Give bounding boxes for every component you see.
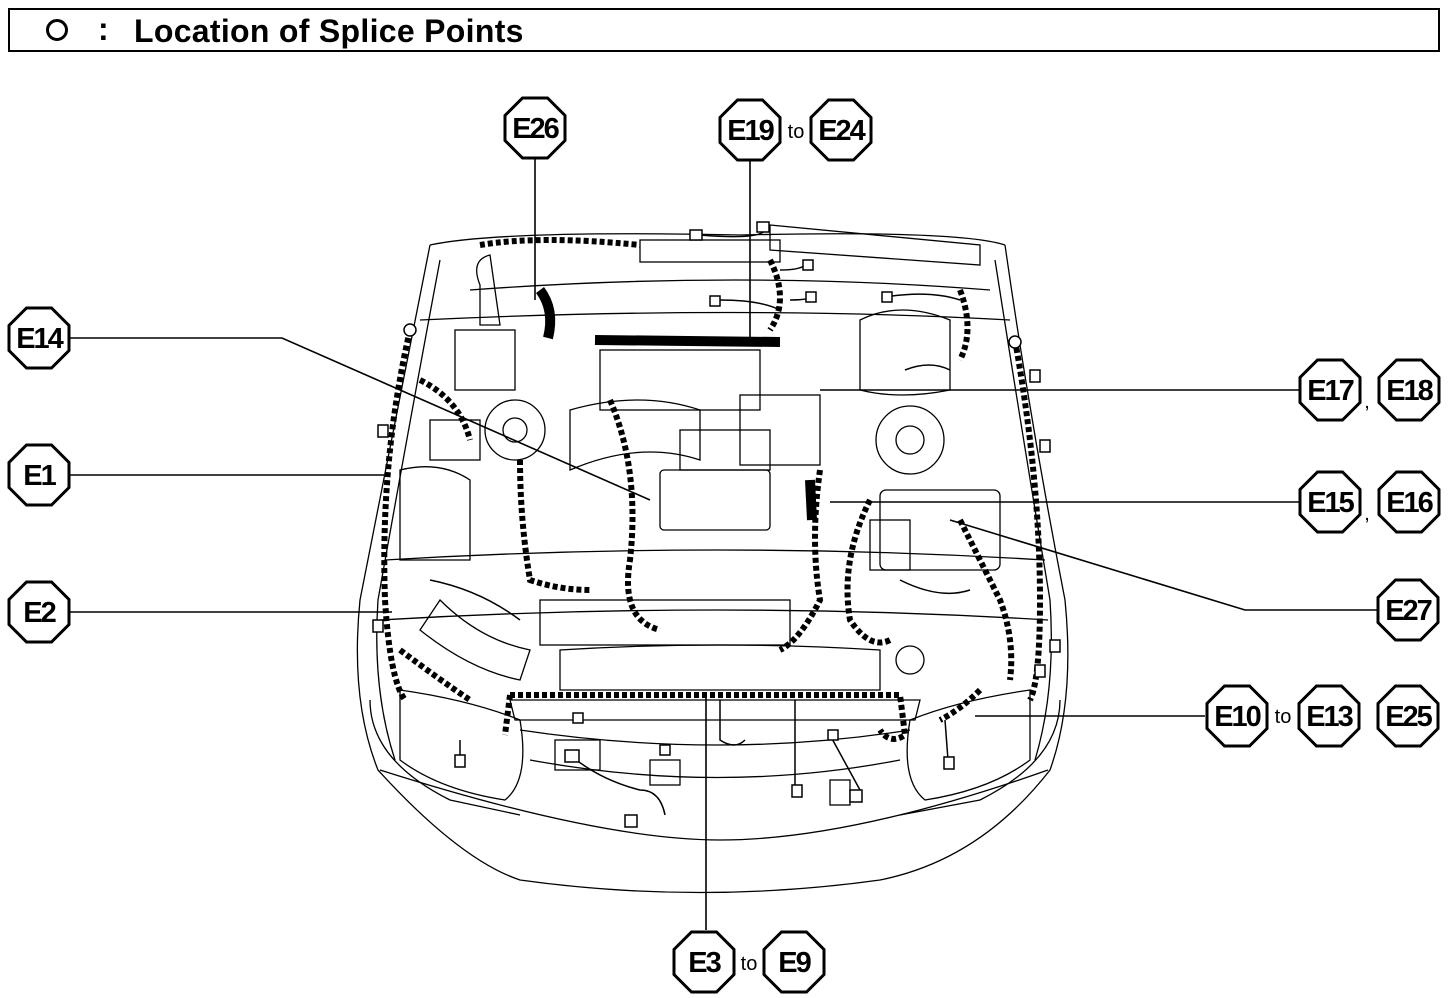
- svg-text:E19: E19: [727, 115, 774, 147]
- connector-word-to-right: to: [1275, 706, 1292, 728]
- badge-e3: E3: [672, 930, 736, 994]
- badge-e16: E16: [1377, 470, 1441, 534]
- comma-separator-2: ,: [1364, 503, 1370, 525]
- connector-word-to-bottom: to: [741, 953, 758, 975]
- badge-e13: E13: [1297, 684, 1361, 748]
- svg-text:E24: E24: [818, 115, 865, 147]
- badge-e1: E1: [7, 443, 71, 507]
- badge-e25: E25: [1376, 684, 1440, 748]
- connector-word-to-top: to: [788, 121, 805, 143]
- svg-text:E27: E27: [1385, 595, 1431, 627]
- page-title: Location of Splice Points: [134, 13, 524, 49]
- svg-text:E2: E2: [23, 597, 55, 629]
- svg-text:E16: E16: [1386, 487, 1433, 519]
- header-colon: :: [98, 11, 109, 47]
- badge-e17: E17: [1298, 358, 1362, 422]
- svg-text:E26: E26: [512, 113, 559, 145]
- badge-e10: E10: [1205, 684, 1269, 748]
- svg-text:E14: E14: [16, 323, 63, 355]
- wiring-detail: [429, 229, 971, 816]
- svg-text:E18: E18: [1386, 375, 1433, 407]
- circle-icon: [46, 19, 68, 41]
- badge-e26: E26: [503, 96, 567, 160]
- main-splice-bundles: [535, 287, 817, 521]
- svg-text:E10: E10: [1214, 701, 1260, 733]
- badge-e27: E27: [1376, 578, 1440, 642]
- svg-text:E13: E13: [1306, 701, 1353, 733]
- svg-text:E15: E15: [1307, 487, 1354, 519]
- badge-e19: E19: [718, 98, 782, 162]
- svg-text:E3: E3: [688, 947, 721, 979]
- badge-e15: E15: [1298, 470, 1362, 534]
- page-header: : Location of Splice Points: [8, 8, 1440, 52]
- svg-text:E17: E17: [1307, 375, 1353, 407]
- car-body: [356, 224, 1069, 894]
- badge-e2: E2: [7, 580, 71, 644]
- leader-lines: [68, 158, 1378, 930]
- badge-e9: E9: [762, 930, 826, 994]
- badge-e14: E14: [7, 306, 71, 370]
- svg-text:E9: E9: [778, 947, 811, 979]
- svg-text:E25: E25: [1385, 701, 1432, 733]
- svg-text:E1: E1: [23, 460, 56, 492]
- comma-separator-1: ,: [1364, 391, 1370, 413]
- badge-e24: E24: [809, 98, 873, 162]
- connectors: [372, 221, 1061, 828]
- badge-e18: E18: [1377, 358, 1441, 422]
